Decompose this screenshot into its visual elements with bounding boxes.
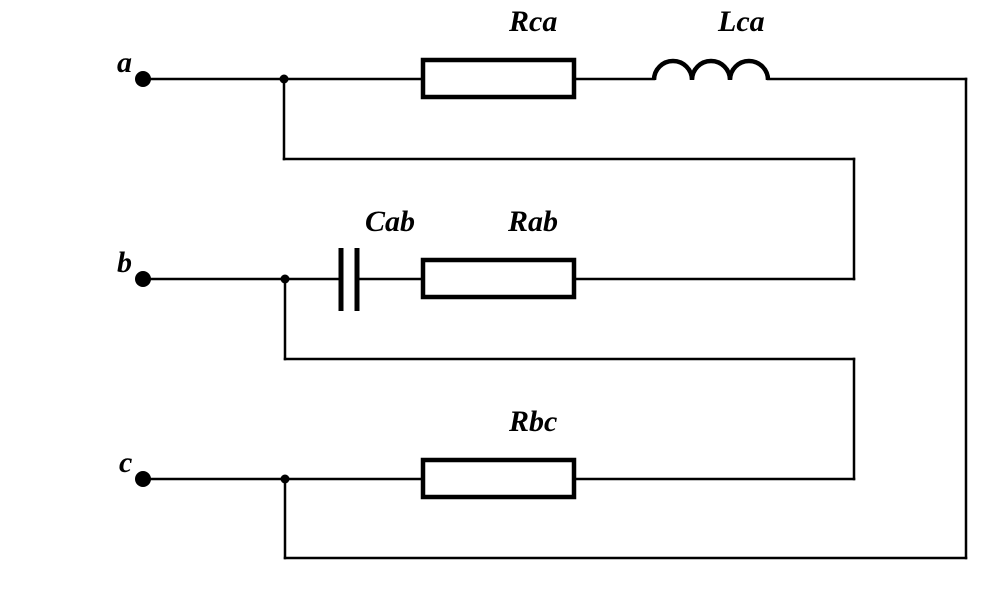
junction-c	[280, 474, 290, 484]
resistor-rbc	[420, 457, 577, 500]
junction-a	[279, 74, 289, 84]
label-lca: Lca	[717, 5, 765, 38]
terminal-b-label: b	[117, 246, 132, 279]
terminal-c-label: c	[119, 446, 132, 479]
inductor-lca	[651, 58, 771, 81]
resistor-rca	[420, 57, 577, 100]
terminal-c-dot	[135, 471, 151, 487]
branch-a	[141, 57, 968, 560]
label-rbc: Rbc	[508, 405, 557, 438]
branch-c	[141, 457, 856, 500]
resistor-rab	[420, 257, 577, 300]
label-rab: Rab	[507, 205, 558, 238]
terminal-a-label: a	[117, 46, 132, 79]
terminal-a-dot	[135, 71, 151, 87]
junction-b	[280, 274, 290, 284]
terminal-b-dot	[135, 271, 151, 287]
branch-b	[141, 248, 856, 481]
label-cab: Cab	[365, 205, 415, 238]
label-rca: Rca	[508, 5, 557, 38]
